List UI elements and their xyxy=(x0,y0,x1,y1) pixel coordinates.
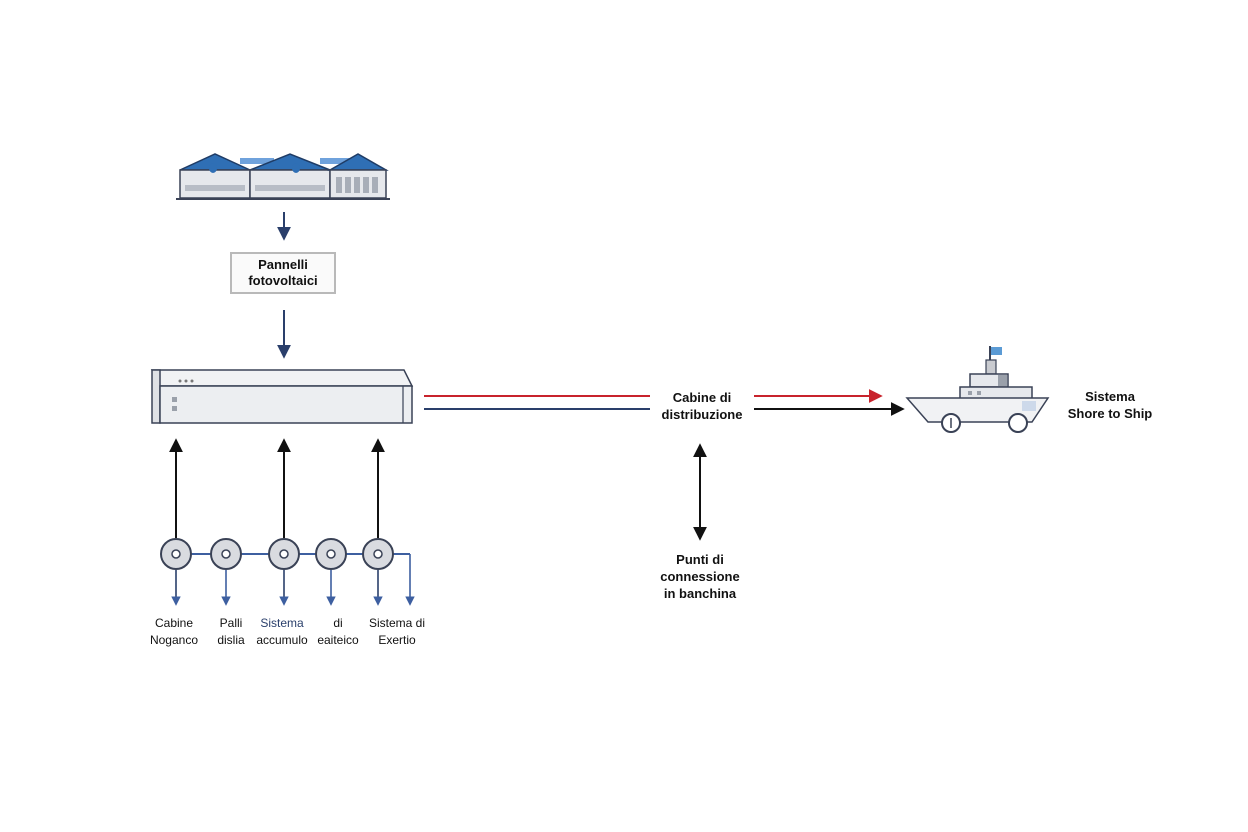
connection-node-icon xyxy=(268,538,300,570)
bottom-label-3: Sistema accumulo xyxy=(251,615,313,649)
bottom-label-1-line1: Cabine xyxy=(154,616,194,630)
punti-line1: Punti di xyxy=(676,552,724,567)
connection-node-icon xyxy=(315,538,347,570)
pv-label-line1: Pannelli xyxy=(258,257,308,272)
shore-line1: Sistema xyxy=(1085,389,1135,404)
cabine-distribuzione-line1: Cabine di xyxy=(672,390,732,405)
punti-connessione-label: Punti di connessione in banchina xyxy=(646,551,754,602)
pv-box: Pannelli fotovoltaici xyxy=(230,252,336,294)
pv-label-line2: fotovoltaici xyxy=(248,273,318,288)
cabine-distribuzione-line2: distribuzione xyxy=(661,407,743,422)
transformer-cabinet-icon xyxy=(150,369,414,424)
bottom-label-1: Cabine Noganco xyxy=(140,615,208,649)
bottom-label-4-line2: eaiteico xyxy=(317,633,359,647)
bottom-label-5-line2: Exertio xyxy=(378,633,416,647)
bottom-label-5: Sistema di Exertio xyxy=(360,615,434,649)
ship-icon xyxy=(905,346,1050,433)
bottom-label-2-line2: dislia xyxy=(217,633,245,647)
bottom-label-2-line1: Palli xyxy=(219,616,243,630)
shore-to-ship-label: Sistema Shore to Ship xyxy=(1060,388,1160,422)
connection-node-icon xyxy=(362,538,394,570)
punti-line2: connessione xyxy=(660,569,740,584)
bottom-label-4: di eaiteico xyxy=(310,615,366,649)
bottom-label-2: Palli dislia xyxy=(208,615,254,649)
bottom-label-5-line1: Sistema di xyxy=(368,616,426,630)
cabine-distribuzione-label: Cabine di distribuzione xyxy=(650,389,754,423)
warehouse-icon xyxy=(176,153,390,200)
shore-line2: Shore to Ship xyxy=(1067,406,1153,421)
connection-node-icon xyxy=(210,538,242,570)
bottom-label-3-line2: accumulo xyxy=(256,633,308,647)
bottom-label-4-line1: di xyxy=(333,616,343,630)
punti-line3: in banchina xyxy=(663,586,737,601)
bottom-label-1-line2: Noganco xyxy=(149,633,199,647)
bottom-label-3-line1: Sistema xyxy=(260,616,304,630)
connection-node-icon xyxy=(160,538,192,570)
